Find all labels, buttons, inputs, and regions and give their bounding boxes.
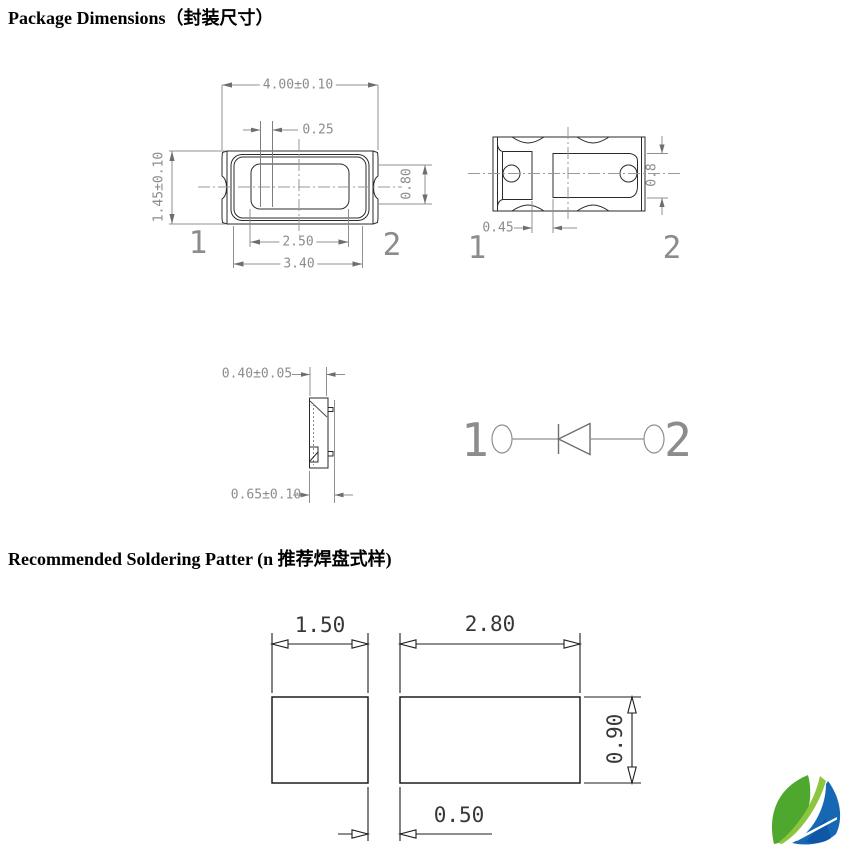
solder-dim-pad1-width: 1.50 — [294, 613, 346, 637]
solder-dim-pad-height: 0.90 — [603, 713, 627, 765]
side-dim-thickness: 0.65±0.10 — [230, 487, 302, 503]
side-dim-top-width: 0.40±0.05 — [221, 366, 293, 382]
section-title-package-dimensions: Package Dimensions（封装尺寸） — [8, 8, 274, 28]
solder-dim-gap: 0.50 — [433, 803, 485, 827]
solder-pad-2 — [399, 696, 581, 784]
bottom-left-pad — [497, 144, 533, 207]
side-view-dimensions — [292, 367, 353, 503]
logo-leaf-blade — [778, 776, 826, 844]
diode-triangle — [556, 422, 591, 456]
bottom-view-dimensions — [514, 136, 668, 233]
front-dim-width: 4.00±0.10 — [259, 77, 337, 93]
solder-dim-pad2-width: 2.80 — [464, 612, 516, 636]
bottom-dim-pad-height: 0.8 — [644, 163, 660, 187]
solder-pad-1 — [271, 696, 369, 784]
front-dim-lens-height: 0.80 — [399, 168, 415, 200]
soldering-dimensions — [269, 633, 641, 841]
circuit-terminal-1 — [491, 424, 513, 454]
front-dim-cavity-width: 2.50 — [279, 234, 317, 250]
bottom-center-body — [552, 153, 638, 198]
bottom-pin1-label: 1 — [467, 230, 487, 266]
front-pin2-label: 2 — [382, 227, 402, 263]
side-view-outline — [309, 397, 334, 469]
circuit-pin1-label: 1 — [461, 413, 489, 467]
front-dim-notch: 0.25 — [302, 122, 334, 138]
section-title-soldering-pattern: Recommended Soldering Patter (n 推荐焊盘式样) — [8, 549, 392, 569]
front-view-dimensions — [169, 82, 432, 268]
circuit-terminal-2 — [643, 424, 665, 454]
circuit-pin2-label: 2 — [664, 413, 692, 467]
logo-white-slit — [795, 817, 837, 841]
soldering-pads — [271, 696, 581, 784]
logo-leaf-green — [771, 775, 811, 844]
front-dim-body-width: 3.40 — [280, 256, 318, 272]
bottom-dim-gap: 0.45 — [482, 220, 514, 236]
bottom-view-outline — [468, 127, 682, 221]
company-leaf-logo — [771, 775, 841, 845]
bottom-pin2-label: 2 — [662, 230, 682, 266]
front-view-outline — [198, 139, 402, 247]
front-pin1-label: 1 — [188, 225, 208, 261]
logo-sail-blue — [792, 781, 841, 845]
front-dim-height: 1.45±0.10 — [151, 151, 167, 223]
circuit-diode-symbol — [491, 422, 665, 456]
